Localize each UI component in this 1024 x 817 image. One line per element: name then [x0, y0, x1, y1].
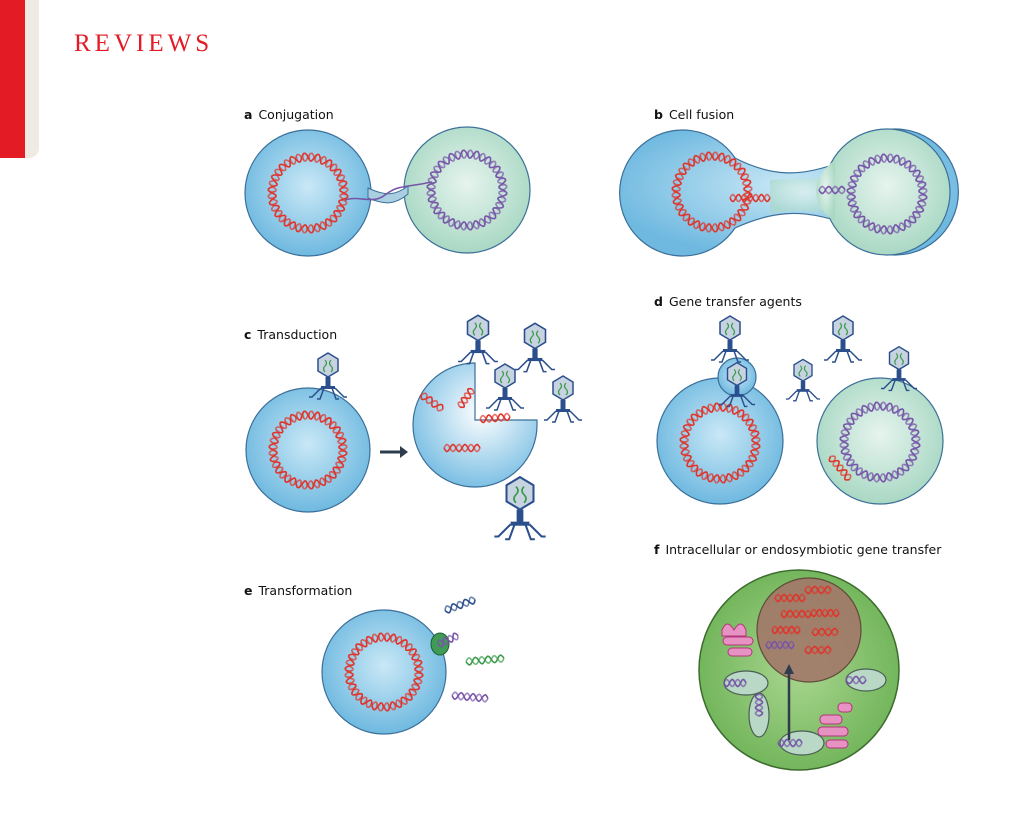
endoplasmic-reticulum — [721, 623, 853, 749]
plasmid-dna-purple — [426, 149, 508, 231]
accent-bar-shadow — [25, 0, 39, 158]
arrow-f — [784, 664, 794, 740]
panel-d-gene-transfer-agents — [656, 315, 944, 505]
nucleus — [756, 577, 862, 683]
dna-purple-b — [846, 153, 928, 235]
accent-bar — [0, 0, 25, 158]
dna-red-c — [268, 410, 348, 490]
panel-b-cell-fusion — [619, 128, 959, 257]
donor-cell — [244, 129, 372, 257]
panel-a-conjugation — [244, 126, 531, 257]
phage-on-cell — [309, 352, 347, 400]
conjugation-pilus — [367, 184, 409, 204]
free-dna-fragments — [420, 387, 511, 453]
dna-fragment-red — [729, 193, 771, 203]
infected-cell — [245, 387, 371, 513]
panel-f-endosymbiotic — [698, 569, 900, 771]
page-title: REVIEWS — [74, 30, 214, 57]
panel-e-transformation — [321, 596, 505, 735]
arrow-c — [380, 446, 408, 458]
dna-red-b — [671, 151, 753, 233]
dna-fragment-purple — [818, 185, 846, 195]
plasmid-dna-red — [267, 152, 349, 234]
lysed-cell — [412, 362, 538, 488]
recipient-cell — [403, 126, 531, 254]
panel-c-transduction — [245, 314, 582, 541]
